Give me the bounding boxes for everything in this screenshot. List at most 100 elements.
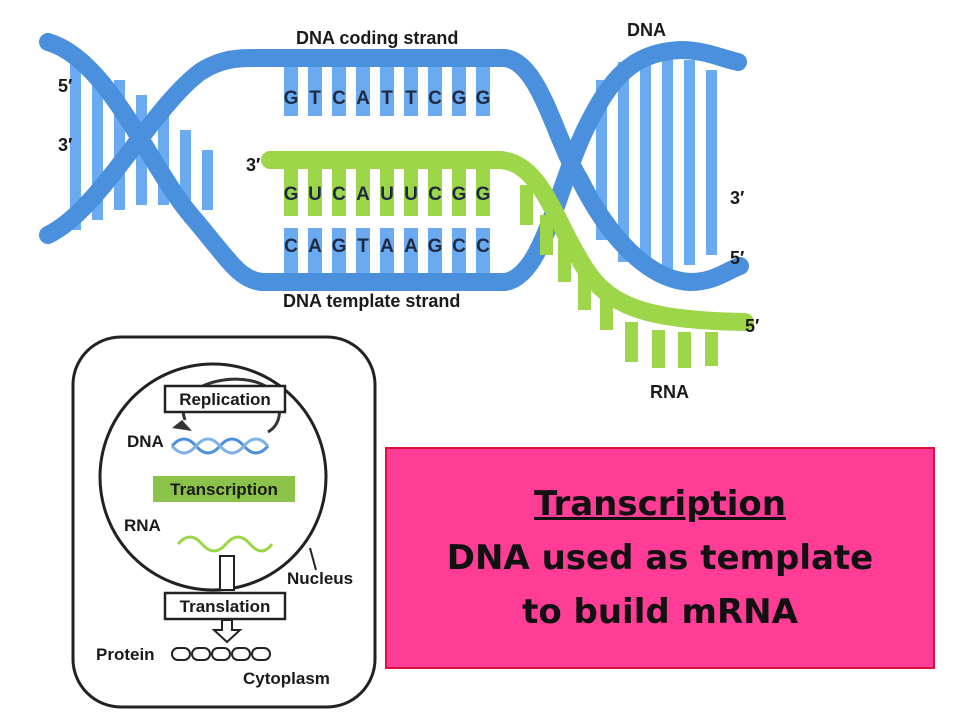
coding-base: G bbox=[284, 88, 299, 109]
right-rung bbox=[640, 56, 651, 271]
inset-dna-label: DNA bbox=[127, 432, 164, 451]
rna-tail-rung bbox=[558, 240, 571, 282]
end-label-3-rna: 3′ bbox=[246, 155, 260, 175]
template-rung bbox=[404, 228, 418, 276]
rna-tail-rung bbox=[652, 330, 665, 368]
rna-strand bbox=[261, 151, 754, 331]
callout-title: Transcription bbox=[534, 484, 786, 524]
mini-dna-icon-b bbox=[170, 437, 270, 455]
left-rung bbox=[70, 60, 81, 230]
replication-label: Replication bbox=[179, 390, 271, 409]
nucleus-pointer bbox=[309, 547, 317, 571]
left-rung bbox=[92, 70, 103, 220]
template-base: A bbox=[380, 236, 394, 257]
template-base: G bbox=[332, 236, 347, 257]
rna-base: G bbox=[452, 184, 467, 205]
template-base: A bbox=[308, 236, 322, 257]
right-rung bbox=[706, 70, 717, 255]
coding-base: A bbox=[356, 88, 370, 109]
template-base: G bbox=[428, 236, 443, 257]
right-rung bbox=[596, 80, 607, 240]
coding-rung bbox=[332, 66, 346, 116]
coding-rung bbox=[380, 66, 394, 116]
rna-base: C bbox=[428, 184, 442, 205]
end-label-5-rna: 5′ bbox=[745, 316, 759, 336]
template-base: A bbox=[404, 236, 418, 257]
template-rung bbox=[476, 228, 490, 276]
nucleus-label: Nucleus bbox=[287, 569, 353, 588]
template-base: C bbox=[452, 236, 466, 257]
rna-rung bbox=[284, 166, 298, 216]
central-dogma-inset: Replication DNA Transcription RNA Nucleu… bbox=[71, 335, 377, 709]
rna-tail-rung bbox=[600, 290, 613, 330]
dna-backbone-left-a bbox=[39, 33, 271, 291]
right-rung bbox=[618, 62, 629, 262]
coding-base: G bbox=[452, 88, 467, 109]
rna-rung bbox=[308, 166, 322, 216]
dna-backbone-left-b bbox=[39, 48, 271, 244]
template-strand-backbone bbox=[253, 40, 747, 291]
rna-rung bbox=[380, 166, 394, 216]
coding-rung bbox=[308, 66, 322, 116]
rna-rung bbox=[404, 166, 418, 216]
rna-rung bbox=[428, 166, 442, 216]
callout-line-2: to build mRNA bbox=[522, 592, 798, 632]
rna-base: C bbox=[332, 184, 346, 205]
template-base: C bbox=[476, 236, 490, 257]
translation-label: Translation bbox=[180, 597, 271, 616]
end-label-3-right: 3′ bbox=[730, 188, 744, 208]
template-base: T bbox=[357, 236, 369, 257]
mini-rna-icon bbox=[176, 535, 274, 553]
template-strand-rungs bbox=[284, 228, 490, 276]
end-label-5-left: 5′ bbox=[58, 76, 72, 96]
coding-rung bbox=[452, 66, 466, 116]
template-rung bbox=[452, 228, 466, 276]
rna-base: G bbox=[476, 184, 491, 205]
dna-label: DNA bbox=[627, 20, 666, 40]
rna-base: A bbox=[356, 184, 370, 205]
coding-base: C bbox=[428, 88, 442, 109]
rna-tail-rung bbox=[625, 322, 638, 362]
template-rung bbox=[356, 228, 370, 276]
template-strand-label: DNA template strand bbox=[283, 291, 460, 311]
rna-tail-rung bbox=[578, 268, 591, 310]
end-label-5-right: 5′ bbox=[730, 248, 744, 268]
coding-rung bbox=[284, 66, 298, 116]
rna-base: U bbox=[380, 184, 394, 205]
coding-rung bbox=[476, 66, 490, 116]
protein-label: Protein bbox=[96, 645, 155, 664]
coding-base: T bbox=[309, 88, 321, 109]
left-rung bbox=[114, 80, 125, 210]
right-helix-rungs bbox=[596, 56, 717, 271]
coding-rung bbox=[428, 66, 442, 116]
replication-box bbox=[163, 384, 287, 414]
right-rung bbox=[684, 60, 695, 265]
coding-base: T bbox=[381, 88, 393, 109]
coding-strand-backbone bbox=[253, 49, 749, 292]
right-rung bbox=[662, 56, 673, 271]
left-rung bbox=[180, 130, 191, 210]
coding-strand-rungs bbox=[284, 66, 490, 116]
rna-tail-rung bbox=[705, 332, 718, 366]
template-base: C bbox=[284, 236, 298, 257]
rna-label: RNA bbox=[650, 382, 689, 402]
transcription-highlight bbox=[153, 476, 295, 502]
coding-base: G bbox=[476, 88, 491, 109]
translation-arrow-icon bbox=[211, 619, 243, 644]
template-rung bbox=[380, 228, 394, 276]
inset-rna-label: RNA bbox=[124, 516, 161, 535]
left-rung bbox=[202, 150, 213, 210]
rna-base: U bbox=[308, 184, 322, 205]
cytoplasm-label: Cytoplasm bbox=[243, 669, 330, 688]
rna-rungs bbox=[284, 166, 718, 368]
translation-box bbox=[163, 591, 287, 621]
callout-line-1: DNA used as template bbox=[446, 538, 874, 578]
rna-tail-rung bbox=[540, 215, 553, 255]
coding-base: C bbox=[332, 88, 346, 109]
coding-strand-label: DNA coding strand bbox=[296, 28, 458, 48]
template-rung bbox=[428, 228, 442, 276]
rna-rung bbox=[356, 166, 370, 216]
